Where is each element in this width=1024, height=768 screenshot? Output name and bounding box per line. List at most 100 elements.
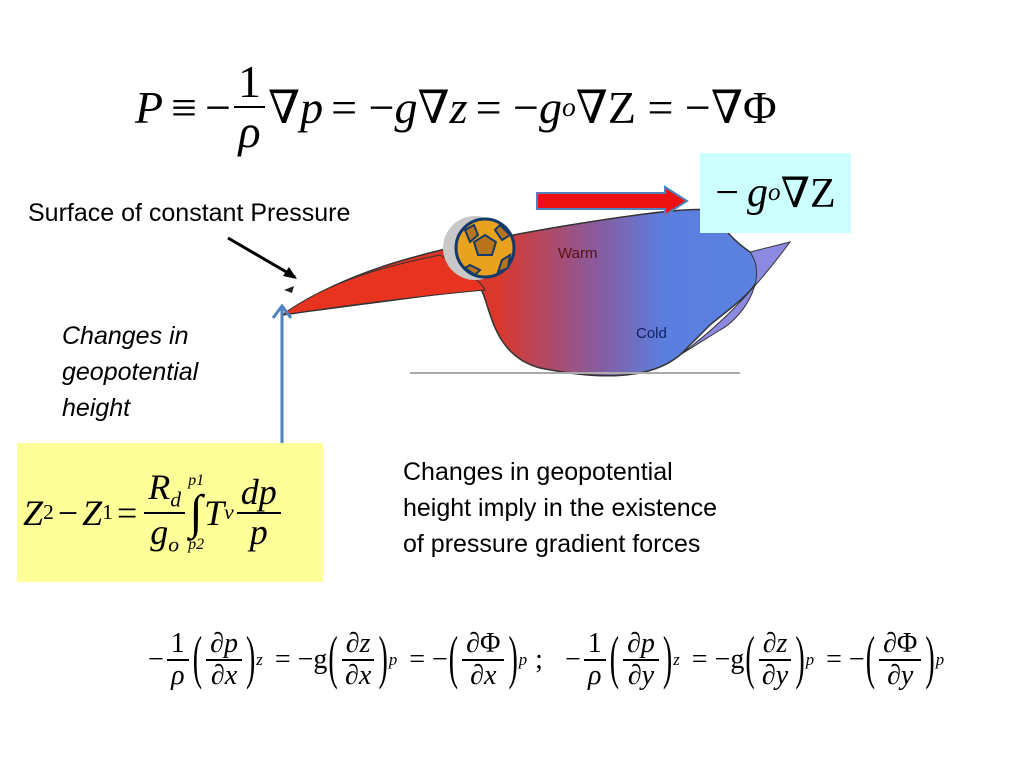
sub-d: d bbox=[170, 487, 182, 512]
equals-g: = −g bbox=[274, 643, 328, 675]
callout-g: g bbox=[747, 170, 769, 216]
explanation-line: Changes in geopotential bbox=[403, 458, 673, 486]
dz: ∂z bbox=[341, 629, 375, 661]
lparen: ( bbox=[328, 625, 338, 691]
rparen: ) bbox=[925, 625, 935, 691]
explanation-line: of pressure gradient forces bbox=[403, 530, 701, 558]
sub-v: v bbox=[224, 500, 234, 524]
black-pointer-arrow bbox=[227, 236, 297, 279]
g: g bbox=[150, 511, 169, 552]
small-marker-icon bbox=[284, 286, 294, 293]
dy: ∂y bbox=[887, 659, 914, 691]
sub-1: 1 bbox=[102, 500, 113, 524]
dp: ∂p bbox=[623, 629, 659, 661]
equals: = − bbox=[409, 643, 448, 675]
callout-rest: ∇Z bbox=[780, 171, 836, 217]
eq-P: P bbox=[135, 81, 164, 133]
warm-cold-diagram: Warm Cold bbox=[281, 208, 792, 377]
dx: ∂x bbox=[470, 659, 497, 691]
eq-rest: ∇Z = −∇Φ bbox=[575, 82, 777, 134]
sub-z: z bbox=[673, 649, 680, 669]
callout-minus: − bbox=[715, 170, 740, 216]
denominator: ρ bbox=[238, 106, 261, 158]
lparen: ( bbox=[865, 625, 876, 691]
sub-p: p bbox=[935, 649, 945, 669]
dz: ∂z bbox=[758, 629, 792, 661]
lparen: ( bbox=[448, 625, 459, 691]
changes-line: geopotential bbox=[62, 358, 199, 386]
rparen: ) bbox=[662, 625, 673, 691]
z2: Z bbox=[23, 492, 44, 533]
dphi: ∂Φ bbox=[462, 629, 505, 661]
dp: dp bbox=[236, 473, 281, 514]
minus: − bbox=[57, 492, 79, 533]
cold-label: Cold bbox=[636, 325, 667, 342]
nabla: ∇ bbox=[417, 82, 450, 134]
equals-g: = −g bbox=[691, 643, 745, 675]
integral: p1 ∫ p2 bbox=[188, 471, 205, 553]
minus: − bbox=[564, 643, 581, 675]
changes-label: Changes in geopotential height bbox=[62, 318, 198, 426]
eq-equals: = − bbox=[475, 81, 539, 133]
warm-label: Warm bbox=[558, 245, 597, 262]
eq-minus: − bbox=[205, 81, 232, 133]
surface-label: Surface of constant Pressure bbox=[28, 199, 351, 227]
eq-sub-o: o bbox=[561, 91, 576, 123]
T: T bbox=[204, 492, 225, 533]
rparen: ) bbox=[245, 625, 256, 691]
lower-limit: p2 bbox=[188, 535, 205, 553]
eq-g: g bbox=[538, 81, 562, 133]
sub-p: p bbox=[388, 649, 398, 669]
eq-z: z bbox=[449, 81, 468, 133]
dx: ∂x bbox=[210, 659, 238, 691]
blue-up-arrow bbox=[271, 303, 293, 444]
dy: ∂y bbox=[761, 659, 789, 691]
eq-g: g bbox=[394, 81, 418, 133]
sub-z: z bbox=[256, 649, 263, 669]
lparen: ( bbox=[609, 625, 620, 691]
callout-sub-o: o bbox=[768, 179, 781, 206]
rparen: ) bbox=[378, 625, 388, 691]
p: p bbox=[249, 511, 268, 552]
upper-limit: p1 bbox=[188, 471, 205, 489]
rparen: ) bbox=[508, 625, 518, 691]
explanation-text: Changes in geopotential height imply in … bbox=[403, 454, 717, 562]
lparen: ( bbox=[745, 625, 755, 691]
dy: ∂y bbox=[627, 659, 655, 691]
equals: = − bbox=[826, 643, 865, 675]
lparen: ( bbox=[192, 625, 203, 691]
soccer-ball-icon bbox=[443, 216, 516, 280]
numerator: 1 bbox=[234, 57, 266, 109]
integral-sign: ∫ bbox=[189, 485, 203, 539]
sub-o: o bbox=[168, 532, 180, 557]
semicolon: ; bbox=[535, 643, 543, 675]
R: R bbox=[148, 467, 171, 508]
dp: ∂p bbox=[206, 629, 242, 661]
eq-p: p bbox=[300, 81, 324, 133]
nabla: ∇ bbox=[268, 82, 301, 134]
minus: − bbox=[148, 643, 164, 675]
rho: ρ bbox=[588, 659, 602, 691]
dphi: ∂Φ bbox=[879, 629, 922, 661]
rho: ρ bbox=[171, 659, 185, 691]
z1: Z bbox=[82, 492, 103, 533]
eq-equals: = − bbox=[331, 81, 395, 133]
eq-equiv: ≡ bbox=[171, 81, 198, 133]
sub-p: p bbox=[518, 649, 528, 669]
cold-side bbox=[679, 241, 792, 356]
one: 1 bbox=[583, 629, 606, 661]
equals: = bbox=[116, 492, 138, 533]
one: 1 bbox=[166, 629, 189, 661]
changes-line: Changes in bbox=[62, 322, 189, 350]
changes-line: height bbox=[62, 394, 131, 422]
sub-2: 2 bbox=[43, 500, 54, 524]
explanation-line: height imply in the existence bbox=[403, 494, 718, 522]
